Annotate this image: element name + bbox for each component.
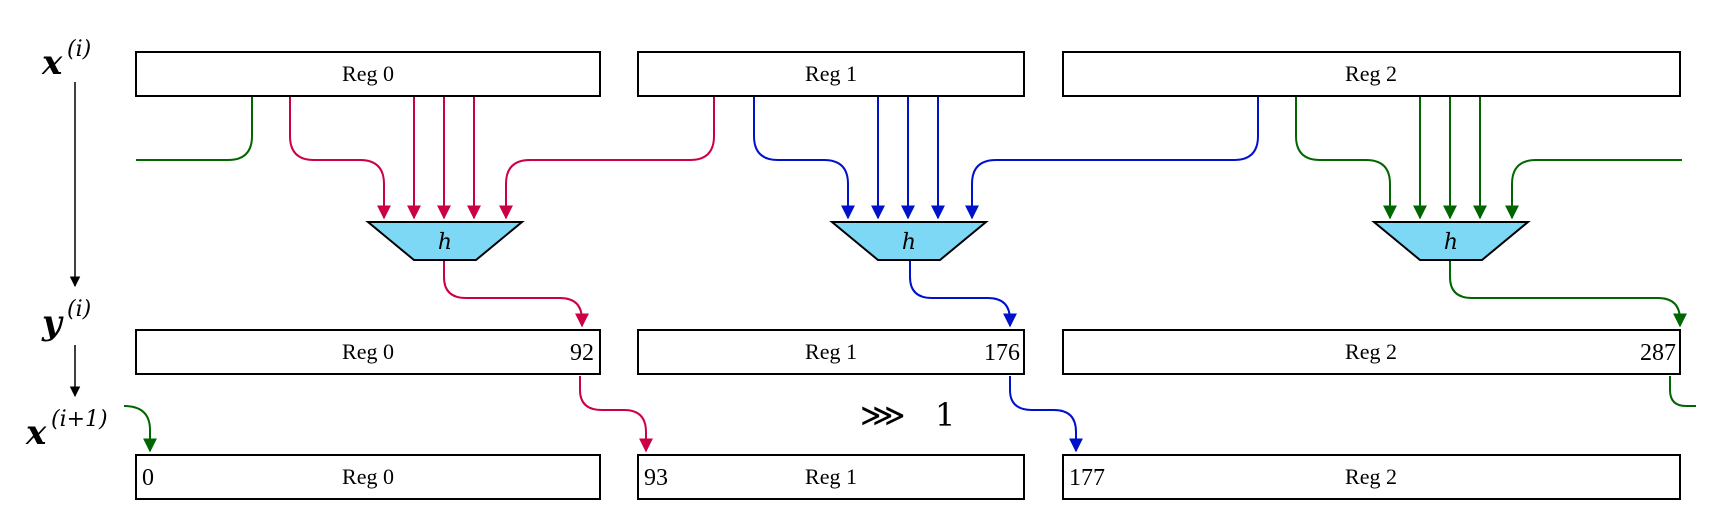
bit-index: 0 bbox=[142, 465, 154, 491]
wires-green bbox=[123, 96, 1696, 453]
row-x-next-registers: Reg 0 0 Reg 1 93 Reg 2 177 bbox=[135, 454, 1681, 500]
row-y-i-registers: Reg 0 92 Reg 1 176 Reg 2 287 bbox=[135, 329, 1681, 375]
row-label-sup: (i) bbox=[67, 297, 91, 322]
bit-index: 92 bbox=[570, 340, 594, 366]
y-reg-2: Reg 2 287 bbox=[1062, 329, 1681, 375]
bit-index: 93 bbox=[644, 465, 668, 491]
row-label-x-i: x (i) bbox=[41, 37, 91, 83]
register-label: Reg 1 bbox=[805, 61, 857, 86]
register-label: Reg 2 bbox=[1345, 464, 1397, 489]
shift-symbol: ⋙ bbox=[860, 396, 906, 434]
register-label: Reg 0 bbox=[342, 339, 394, 364]
shift-amount: 1 bbox=[935, 396, 955, 434]
h-function-1: h bbox=[829, 221, 989, 261]
function-label: h bbox=[1444, 230, 1458, 255]
wires-red bbox=[289, 96, 715, 453]
h-function-0: h bbox=[365, 221, 525, 261]
row-x-i-registers: Reg 0 Reg 1 Reg 2 bbox=[135, 51, 1681, 97]
row-label-y-i: y (i) bbox=[41, 297, 91, 343]
row-label-var: x bbox=[25, 413, 47, 453]
x-next-reg-1: Reg 1 93 bbox=[637, 454, 1025, 500]
h-function-2: h bbox=[1371, 221, 1531, 261]
register-label: Reg 1 bbox=[805, 464, 857, 489]
x-next-reg-0: Reg 0 0 bbox=[135, 454, 601, 500]
function-label: h bbox=[438, 230, 452, 255]
row-label-var: x bbox=[41, 43, 63, 83]
register-label: Reg 0 bbox=[342, 61, 394, 86]
bit-index: 176 bbox=[984, 340, 1020, 366]
row-label-sup: (i) bbox=[67, 37, 91, 62]
row-label-sup: (i+1) bbox=[51, 407, 108, 432]
row-label-x-next: x (i+1) bbox=[25, 407, 108, 453]
register-label: Reg 1 bbox=[805, 339, 857, 364]
wires-blue bbox=[753, 96, 1259, 453]
register-label: Reg 2 bbox=[1345, 61, 1397, 86]
bit-index: 287 bbox=[1640, 340, 1676, 366]
function-label: h bbox=[902, 230, 916, 255]
x-reg-1: Reg 1 bbox=[637, 51, 1025, 97]
x-reg-0: Reg 0 bbox=[135, 51, 601, 97]
shift-operator: ⋙ 1 bbox=[860, 396, 955, 434]
y-reg-1: Reg 1 176 bbox=[637, 329, 1025, 375]
row-label-var: y bbox=[41, 303, 64, 343]
register-label: Reg 2 bbox=[1345, 339, 1397, 364]
y-reg-0: Reg 0 92 bbox=[135, 329, 601, 375]
bit-index: 177 bbox=[1069, 465, 1105, 491]
register-label: Reg 0 bbox=[342, 464, 394, 489]
x-reg-2: Reg 2 bbox=[1062, 51, 1681, 97]
x-next-reg-2: Reg 2 177 bbox=[1062, 454, 1681, 500]
